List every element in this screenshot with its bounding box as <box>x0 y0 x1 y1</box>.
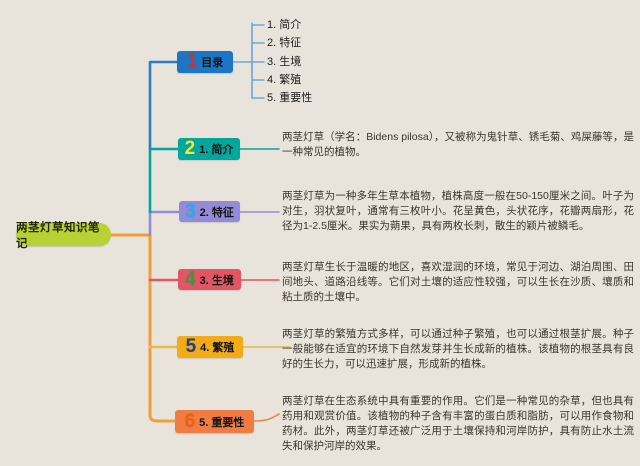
branch-number: 1 <box>186 51 198 72</box>
branch-number: 6 <box>184 410 196 432</box>
trunk-segment-teal <box>148 147 181 214</box>
branch-node-features[interactable]: 3 2. 特征 <box>179 201 240 222</box>
trunk-segment-blue <box>148 60 180 151</box>
branch-node-toc[interactable]: 1 目录 <box>177 51 233 73</box>
branch-number: 2 <box>184 138 196 159</box>
branch-label: 4. 繁殖 <box>200 342 235 354</box>
branch-node-intro[interactable]: 2 1. 简介 <box>178 138 240 160</box>
toc-item-reproduction[interactable]: 4. 繁殖 <box>267 74 302 86</box>
note-reproduction[interactable]: 两茎灯草的繁殖方式多样，可以通过种子繁殖，也可以通过根茎扩展。种子一般能够在适宜… <box>282 328 634 370</box>
note-features[interactable]: 两茎灯草为一种多年生草本植物，植株高度一般在50-150厘米之间。叶子为对生，羽… <box>282 190 634 232</box>
note-importance[interactable]: 两茎灯草在生态系统中具有重要的作用。它们是一种常见的杂草，但也具有药用和观赏价值… <box>282 395 634 452</box>
toc-item-habitat[interactable]: 3. 生境 <box>267 56 302 68</box>
branch-label: 目录 <box>201 57 224 69</box>
toc-item-intro[interactable]: 1. 简介 <box>267 19 302 31</box>
branch-label: 1. 简介 <box>199 144 234 156</box>
branch-node-importance[interactable]: 6 5. 重要性 <box>175 410 254 433</box>
branch-label: 2. 特征 <box>199 206 234 219</box>
note-line-importance <box>253 413 280 422</box>
toc-item-importance[interactable]: 5. 重要性 <box>267 92 313 104</box>
toc-item-features[interactable]: 2. 特征 <box>267 37 302 49</box>
note-intro[interactable]: 两茎灯草（学名：Bidens pilosa），又被称为鬼针草、锈毛菊、鸡屎藤等，… <box>282 131 634 158</box>
root-node[interactable]: 两茎灯草知识笔记 <box>16 222 111 250</box>
branch-node-habitat[interactable]: 4 3. 生境 <box>178 269 241 290</box>
branch-number: 3 <box>185 200 196 222</box>
branch-node-reproduction[interactable]: 5 4. 繁殖 <box>177 336 243 358</box>
branch-number: 5 <box>185 336 197 357</box>
branch-label: 5. 重要性 <box>199 416 245 429</box>
note-habitat[interactable]: 两茎灯草生长于温暖的地区，喜欢湿润的环境，常见于河边、湖泊周围、田间地头、道路沿… <box>282 261 634 303</box>
branch-number: 4 <box>185 268 196 290</box>
trunk-segment-purple <box>148 210 182 237</box>
toc-bracket <box>232 22 265 99</box>
trunk-segment-orange <box>108 233 178 423</box>
branch-label: 3. 生境 <box>199 274 234 287</box>
